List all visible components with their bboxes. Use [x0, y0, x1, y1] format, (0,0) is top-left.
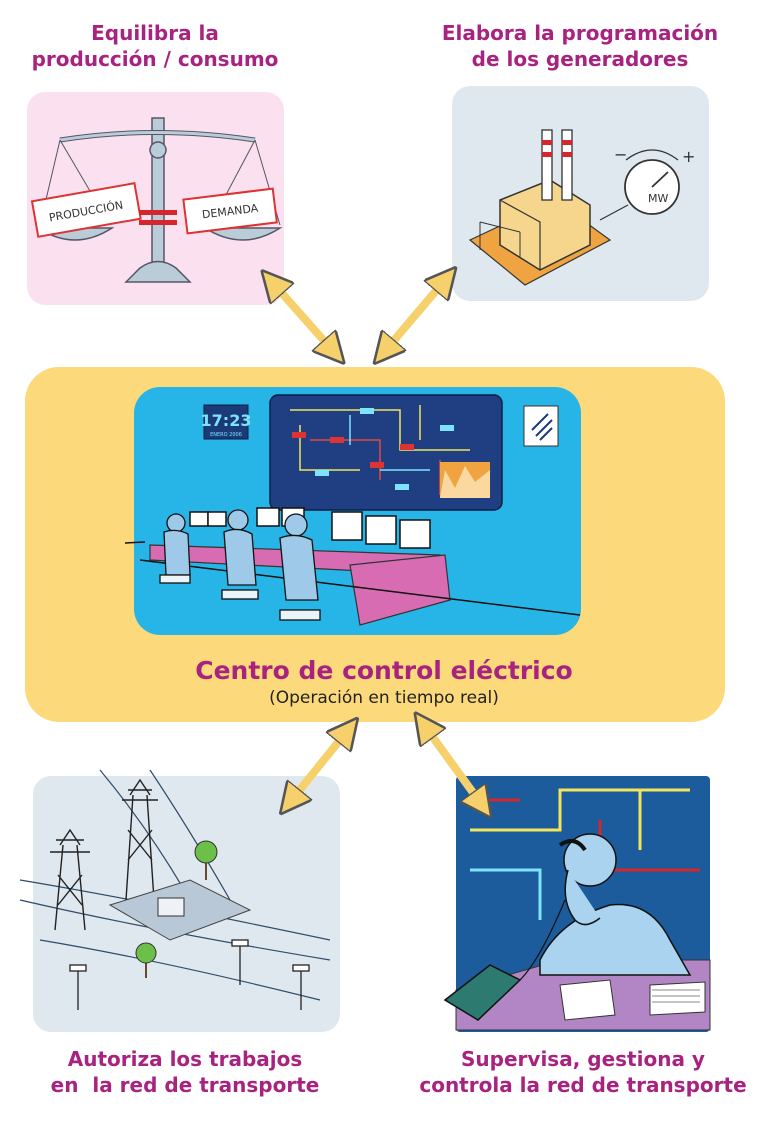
- tree-icon: [135, 840, 218, 978]
- chairs: [159, 574, 321, 621]
- bottom-right-title-line2: controla la red de transporte: [419, 1073, 747, 1097]
- bottom-right-title-line1: Supervisa, gestiona y: [461, 1047, 705, 1071]
- telephone-icon: [443, 839, 587, 1021]
- poles-icon: [69, 939, 310, 1010]
- top-right-title-line2: de los generadores: [471, 47, 689, 71]
- gauge-label: MW: [648, 192, 668, 205]
- top-left-title-line2: producción / consumo: [31, 47, 279, 71]
- substation: [108, 879, 252, 941]
- connection-arrows: [272, 279, 482, 805]
- operator-figure: [539, 833, 692, 976]
- clock-time: 17:23: [201, 411, 252, 430]
- logo-sign: [523, 405, 559, 447]
- top-left-title: Equilibra la producción / consumo: [15, 20, 295, 72]
- bottom-left-title-line1: Autoriza los trabajos: [67, 1047, 303, 1071]
- top-left-title-line1: Equilibra la: [91, 21, 219, 45]
- gauge-icon: [624, 149, 680, 215]
- power-plant-icon: [468, 129, 629, 286]
- papers-icon: [559, 979, 706, 1021]
- arrow-bottom-left: [290, 730, 348, 802]
- operators: [163, 509, 319, 601]
- arrow-top-right: [384, 279, 446, 352]
- bottom-left-title: Autoriza los trabajos en la red de trans…: [15, 1046, 355, 1098]
- wall-grid-screen: [269, 394, 503, 511]
- arrow-top-left: [272, 282, 334, 352]
- arrow-bottom-right: [424, 725, 482, 805]
- control-desk: [124, 541, 581, 626]
- center-subtitle: (Operación en tiempo real): [269, 688, 499, 708]
- bottom-right-title: Supervisa, gestiona y controla la red de…: [408, 1046, 758, 1098]
- clock-date: ENERO 2006: [210, 432, 242, 438]
- pylons-icon: [50, 778, 158, 931]
- gauge-plus: +: [682, 147, 695, 166]
- bottom-left-title-line2: en la red de transporte: [50, 1073, 320, 1097]
- clock-display: [203, 404, 249, 440]
- gauge-minus: −: [614, 145, 627, 164]
- center-title: Centro de control eléctrico: [195, 656, 573, 685]
- balance-scale-icon: [30, 117, 283, 283]
- top-right-title-line1: Elabora la programación: [441, 21, 719, 45]
- top-right-title: Elabora la programación de los generador…: [420, 20, 740, 72]
- monitors: [189, 507, 431, 549]
